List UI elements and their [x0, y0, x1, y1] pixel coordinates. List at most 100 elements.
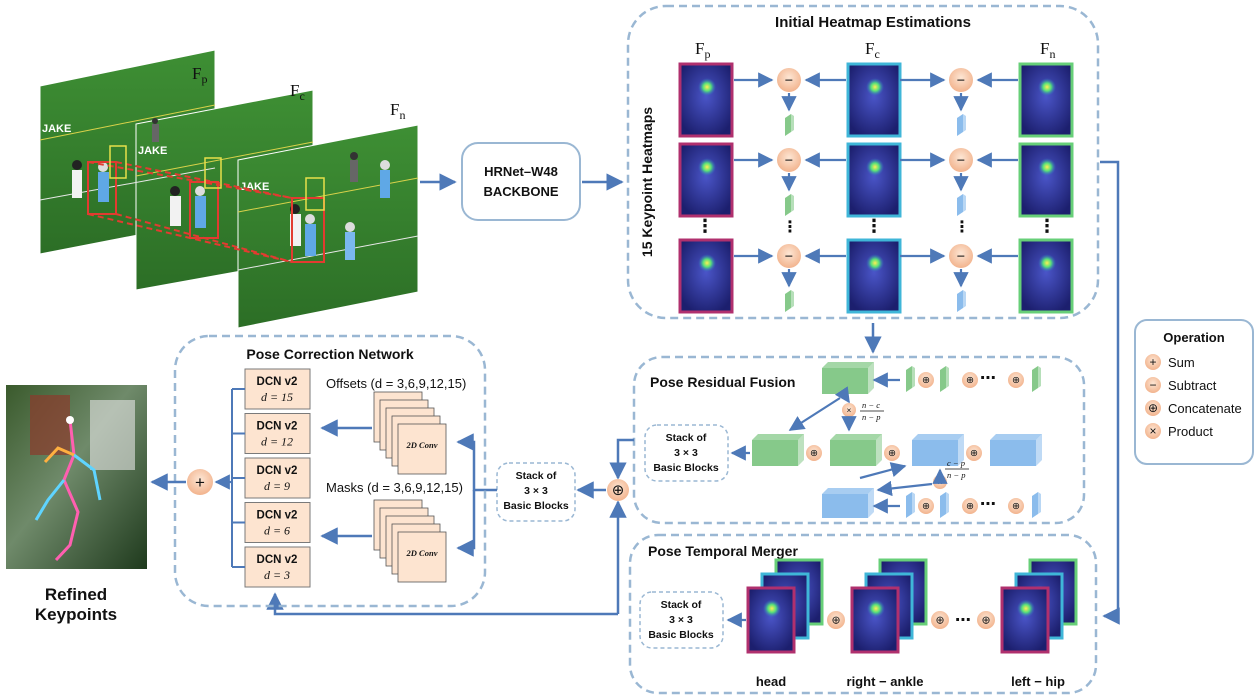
group-label-left-hip: left − hip [1011, 674, 1065, 689]
offsets-label: Offsets (d = 3,6,9,12,15) [326, 376, 466, 391]
svg-text:⊕: ⊕ [1012, 375, 1020, 386]
arrow-blue-to-right [859, 462, 907, 480]
svg-text:DCN v2: DCN v2 [257, 465, 298, 477]
backbone-title: HRNet–W48 [484, 164, 558, 179]
svg-text:−: − [957, 249, 965, 265]
fusion-ellipsis-top: ⋯ [980, 370, 996, 387]
svg-text:+: + [1149, 355, 1156, 369]
blue-bar-2 [940, 492, 949, 518]
merger-stack-head-p [746, 586, 796, 654]
subtract-op-cn-1: − [949, 148, 973, 172]
dcn-block-2: DCN v2 d = 9 [232, 457, 311, 499]
fusion-stack-line2: 3 × 3 [674, 447, 698, 459]
arrow-green-to-product [834, 386, 850, 404]
svg-text:2D Conv: 2D Conv [406, 440, 438, 450]
tracking-tube [87, 161, 325, 263]
group-label-right-ankle: right − ankle [847, 674, 924, 689]
heatmap-panel: Initial Heatmap Estimations 15 Keypoint … [626, 4, 1100, 320]
concat-merger-3: ⊕ [977, 611, 995, 629]
weight2-numerator: c − p [947, 458, 965, 468]
arrow-product2-left [876, 480, 933, 497]
concat-mid-1: ⊕ [806, 445, 822, 461]
fused-blue-box [822, 488, 874, 518]
jake-text-c: JAKE [138, 145, 167, 157]
svg-text:⊕: ⊕ [966, 501, 974, 512]
subtract-op-cn-2: − [949, 244, 973, 268]
merger-stack-left-hip-p [1000, 586, 1050, 654]
sum-op [187, 469, 213, 495]
merger-stack-line3: Basic Blocks [648, 629, 714, 641]
legend-title: Operation [1163, 330, 1224, 345]
operation-legend: Operation +Sum−Subtract⊕Concatenate×Prod… [1134, 319, 1254, 465]
ellipsis-n: ⋮ [1038, 216, 1056, 236]
svg-text:⊕: ⊕ [831, 615, 840, 627]
merger-title: Pose Temporal Merger [648, 543, 798, 559]
svg-text:d = 15: d = 15 [261, 390, 293, 404]
residual-cn-2 [957, 290, 966, 312]
svg-text:−: − [957, 73, 965, 89]
concat-top-3: ⊕ [1008, 372, 1024, 388]
heatmap-n-0 [1018, 62, 1074, 138]
svg-text:DCN v2: DCN v2 [257, 554, 298, 566]
merger-stack-head [746, 558, 824, 654]
svg-text:−: − [785, 153, 793, 169]
merger-ellipsis: ⋯ [955, 612, 971, 629]
svg-text:d = 6: d = 6 [264, 524, 290, 538]
frame-n-label: Fn [390, 100, 405, 122]
heatmap-p-1 [678, 142, 734, 218]
concat-merger-1: ⊕ [827, 611, 845, 629]
svg-text:DCN v2: DCN v2 [257, 376, 298, 388]
residual-cn-0 [957, 114, 966, 136]
svg-text:⊕: ⊕ [1148, 401, 1158, 415]
subtract-op-cn-0: − [949, 68, 973, 92]
blue-bar-1 [906, 492, 915, 518]
middle-concat-op [607, 479, 629, 501]
svg-text:⊕: ⊕ [922, 375, 930, 386]
svg-text:⊕: ⊕ [810, 448, 818, 459]
svg-text:⊕: ⊕ [1012, 501, 1020, 512]
middle-stack-line3: Basic Blocks [503, 500, 569, 512]
svg-text:Product: Product [1168, 424, 1213, 439]
sum-op-symbol: + [195, 473, 205, 492]
concat-bot-3: ⊕ [1008, 498, 1024, 514]
svg-text:⊕: ⊕ [922, 501, 930, 512]
green-box-a [752, 434, 804, 466]
ellipsis-diff-cn: ⋮ [954, 219, 970, 236]
arrow-green-to-left [788, 397, 841, 431]
frame-n-image [237, 124, 419, 329]
merger-stack-box [639, 591, 724, 649]
svg-text:d = 3: d = 3 [264, 568, 290, 582]
product-op-2: × [933, 475, 947, 489]
heatmap-rows: −−−−−− [678, 62, 1074, 314]
keypoint-heatmaps-label: 15 Keypoint Heatmaps [639, 107, 655, 257]
blue-box-b [990, 434, 1042, 466]
refined-output: Refined Keypoints [6, 385, 147, 624]
concat-merger-2: ⊕ [931, 611, 949, 629]
concat-mid-2: ⊕ [884, 445, 900, 461]
fused-green-box [822, 362, 874, 394]
fusion-ellipsis-bottom: ⋯ [980, 496, 996, 513]
blue-bar-3 [1032, 492, 1041, 518]
middle-stack-line2: 3 × 3 [524, 485, 548, 497]
dcn-block-4: DCN v2 d = 3 [232, 546, 311, 588]
pose-temporal-merger: Pose Temporal Merger Stack of 3 × 3 Basi… [628, 533, 1098, 695]
frame-c-label: Fc [290, 81, 305, 103]
concat-bot-1: ⊕ [918, 498, 934, 514]
svg-text:−: − [957, 153, 965, 169]
svg-text:⊕: ⊕ [966, 375, 974, 386]
svg-text:⊕: ⊕ [888, 448, 896, 459]
svg-text:⊕: ⊕ [981, 615, 990, 627]
svg-text:−: − [785, 249, 793, 265]
heatmap-col-n-label: Fn [1040, 39, 1055, 61]
ellipsis-p: ⋮ [696, 216, 714, 236]
svg-text:Concatenate: Concatenate [1168, 401, 1242, 416]
residual-cn-1 [957, 194, 966, 216]
weight2-denominator: n − p [947, 470, 966, 480]
masks-label: Masks (d = 3,6,9,12,15) [326, 480, 463, 495]
group-label-head: head [756, 674, 786, 689]
green-bar-2 [940, 366, 949, 392]
input-frames: JAKE JAKE JAKE Fp [39, 49, 419, 329]
svg-text:d = 9: d = 9 [264, 479, 290, 493]
jake-text-p: JAKE [42, 123, 71, 135]
heatmap-n-2 [1018, 238, 1074, 314]
